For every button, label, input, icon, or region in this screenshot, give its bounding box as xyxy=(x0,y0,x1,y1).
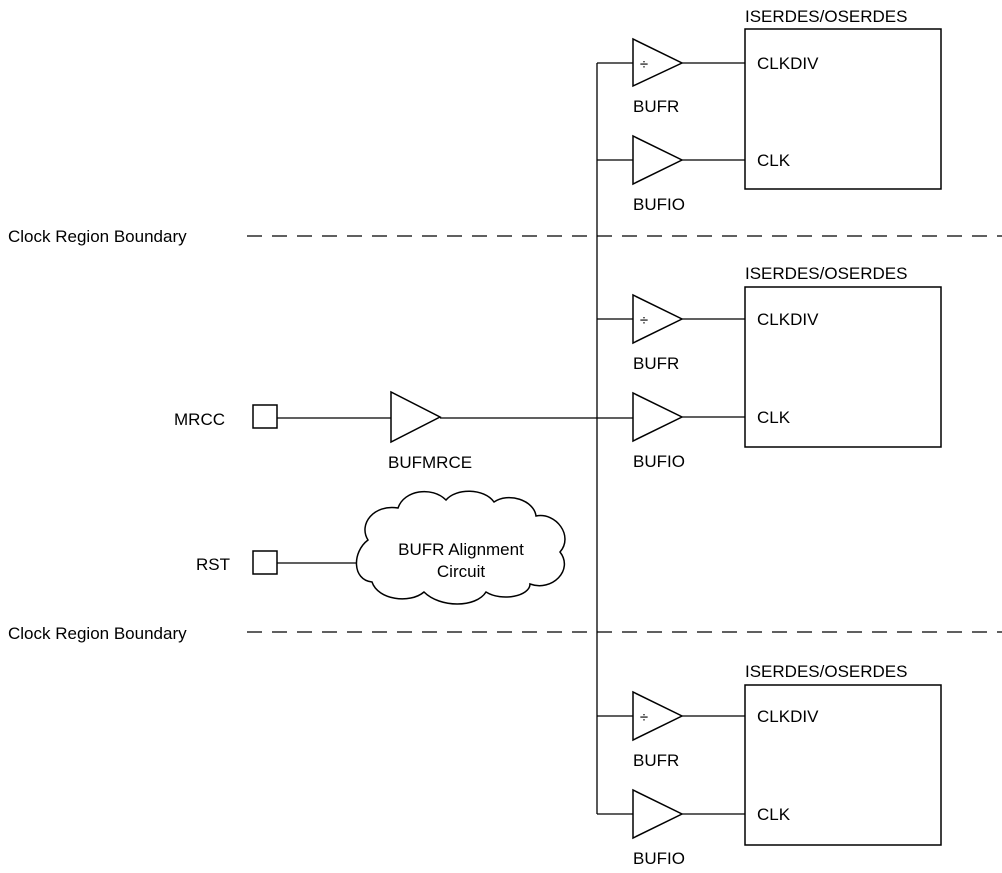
region-2-serdes-block xyxy=(744,286,942,448)
region-3-bufr-triangle xyxy=(632,690,684,742)
boundary-label-top: Clock Region Boundary xyxy=(8,227,187,246)
region-1-clk-pin: CLK xyxy=(757,151,791,170)
region-3-bufr-label: BUFR xyxy=(633,751,679,770)
region-2: ÷ BUFR BUFIO ISERDES/OSERDES CLKDIV CLK xyxy=(597,264,942,471)
boundary-label-bottom: Clock Region Boundary xyxy=(8,624,187,643)
region-3-divide-icon: ÷ xyxy=(640,709,648,726)
region-1-serdes-block xyxy=(744,28,942,190)
region-2-divide-icon: ÷ xyxy=(640,312,648,329)
bufmrce-buffer: BUFMRCE xyxy=(388,390,633,472)
region-2-bufr-label: BUFR xyxy=(633,354,679,373)
bufmrce-triangle xyxy=(390,390,442,444)
region-1-bufio-triangle xyxy=(632,134,684,186)
region-3-bufio-triangle xyxy=(632,788,684,840)
region-3: ÷ BUFR BUFIO ISERDES/OSERDES CLKDIV CLK xyxy=(597,662,942,868)
region-2-serdes-title: ISERDES/OSERDES xyxy=(745,264,908,283)
region-2-bufio-label: BUFIO xyxy=(633,452,685,471)
region-1-serdes-title: ISERDES/OSERDES xyxy=(745,7,908,26)
bufr-alignment-circuit: BUFR Alignment Circuit xyxy=(355,490,566,605)
mrcc-input: MRCC xyxy=(174,404,391,429)
region-2-clk-pin: CLK xyxy=(757,408,791,427)
region-1-divide-icon: ÷ xyxy=(640,56,648,73)
region-2-bufio-triangle xyxy=(632,391,684,443)
clock-region-boundary-bottom: Clock Region Boundary xyxy=(8,624,1002,643)
region-3-clk-pin: CLK xyxy=(757,805,791,824)
rst-pad xyxy=(252,550,278,575)
clock-region-boundary-top: Clock Region Boundary xyxy=(8,227,1002,246)
mrcc-label: MRCC xyxy=(174,410,225,429)
region-3-serdes-title: ISERDES/OSERDES xyxy=(745,662,908,681)
rst-label: RST xyxy=(196,555,230,574)
region-1: ÷ BUFR BUFIO ISERDES/OSERDES CLKDIV CLK xyxy=(597,7,942,214)
region-3-serdes-block xyxy=(744,684,942,846)
bufmrce-label: BUFMRCE xyxy=(388,453,472,472)
alignment-circuit-line1: BUFR Alignment xyxy=(398,540,524,559)
region-1-clkdiv-pin: CLKDIV xyxy=(757,54,819,73)
mrcc-pad xyxy=(252,404,278,429)
region-1-bufio-label: BUFIO xyxy=(633,195,685,214)
region-1-bufr-label: BUFR xyxy=(633,97,679,116)
region-2-clkdiv-pin: CLKDIV xyxy=(757,310,819,329)
region-2-bufr-triangle xyxy=(632,293,684,345)
rst-input: RST xyxy=(196,550,366,575)
alignment-circuit-line2: Circuit xyxy=(437,562,485,581)
region-3-clkdiv-pin: CLKDIV xyxy=(757,707,819,726)
region-1-bufr-triangle xyxy=(632,37,684,88)
region-3-bufio-label: BUFIO xyxy=(633,849,685,868)
alignment-cloud-shape xyxy=(355,490,566,605)
